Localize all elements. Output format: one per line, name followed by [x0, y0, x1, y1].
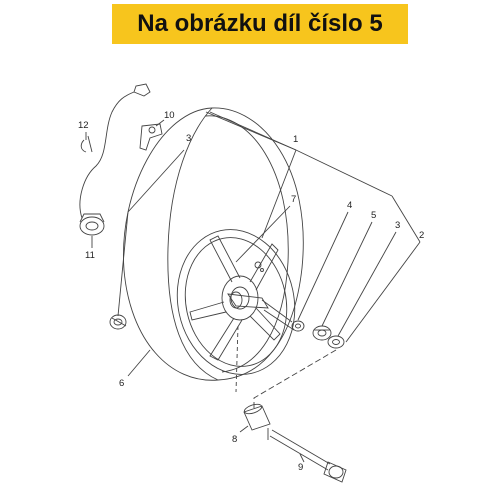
callout-10: 10 [164, 110, 175, 121]
dashed-alignment-line [253, 349, 337, 408]
leader-lines [85, 111, 421, 463]
callout-9: 9 [298, 462, 303, 473]
callout-6: 6 [119, 378, 124, 389]
tire-drawing [123, 107, 304, 381]
hub-axle-stub [227, 291, 295, 331]
callout-3-left: 3 [186, 133, 191, 144]
callout-2: 2 [419, 230, 424, 241]
callout-1: 1 [293, 134, 298, 145]
callout-8: 8 [232, 434, 237, 445]
wheel-axle [267, 428, 347, 483]
callout-5: 5 [371, 210, 376, 221]
bearing-left [109, 314, 127, 330]
callout-labels: 1 3 7 4 5 3 2 6 8 9 10 11 12 [78, 110, 424, 473]
dashed-alignment-line-2 [235, 325, 239, 393]
header-banner: Na obrázku díl číslo 5 [112, 4, 408, 44]
banner-title: Na obrázku díl číslo 5 [137, 10, 383, 37]
small-parts-right [291, 320, 345, 349]
speed-sensor-unit [79, 213, 105, 236]
callout-4: 4 [347, 200, 352, 211]
clamp-part [139, 123, 163, 151]
callout-3-right: 3 [395, 220, 400, 231]
rim-drawing [176, 229, 296, 375]
callout-11: 11 [85, 250, 95, 261]
callout-7: 7 [291, 194, 296, 205]
callout-12: 12 [78, 120, 89, 131]
axle-collar [243, 403, 271, 431]
sensor-cable [79, 83, 151, 219]
